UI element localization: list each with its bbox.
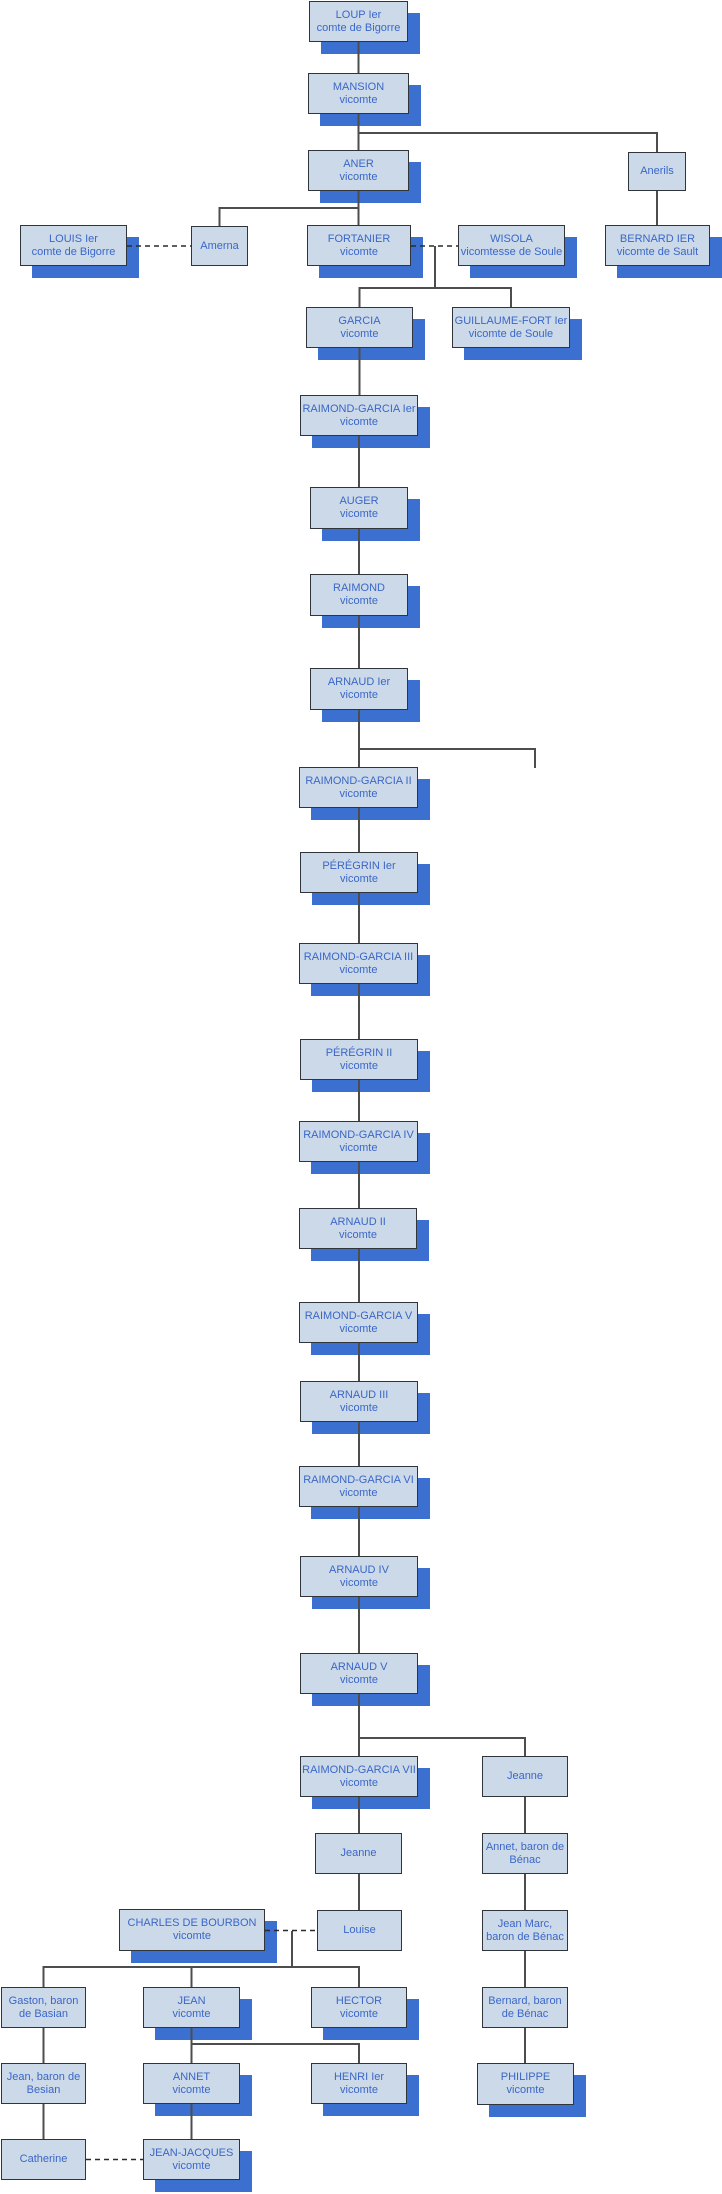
connector-union--gaston-hector-rail <box>42 1966 360 1987</box>
connector-arnaud-v--jeanne-benac <box>359 1737 526 1756</box>
connector-jean-vicomte--henri-ier <box>191 2043 360 2063</box>
connector-union--garcia-guillaume <box>358 287 512 307</box>
connector-aner--amerna <box>218 207 359 226</box>
connector-arnaud-ier--unnamed-branch <box>359 748 536 768</box>
connector-mansion--anerils <box>358 132 658 152</box>
